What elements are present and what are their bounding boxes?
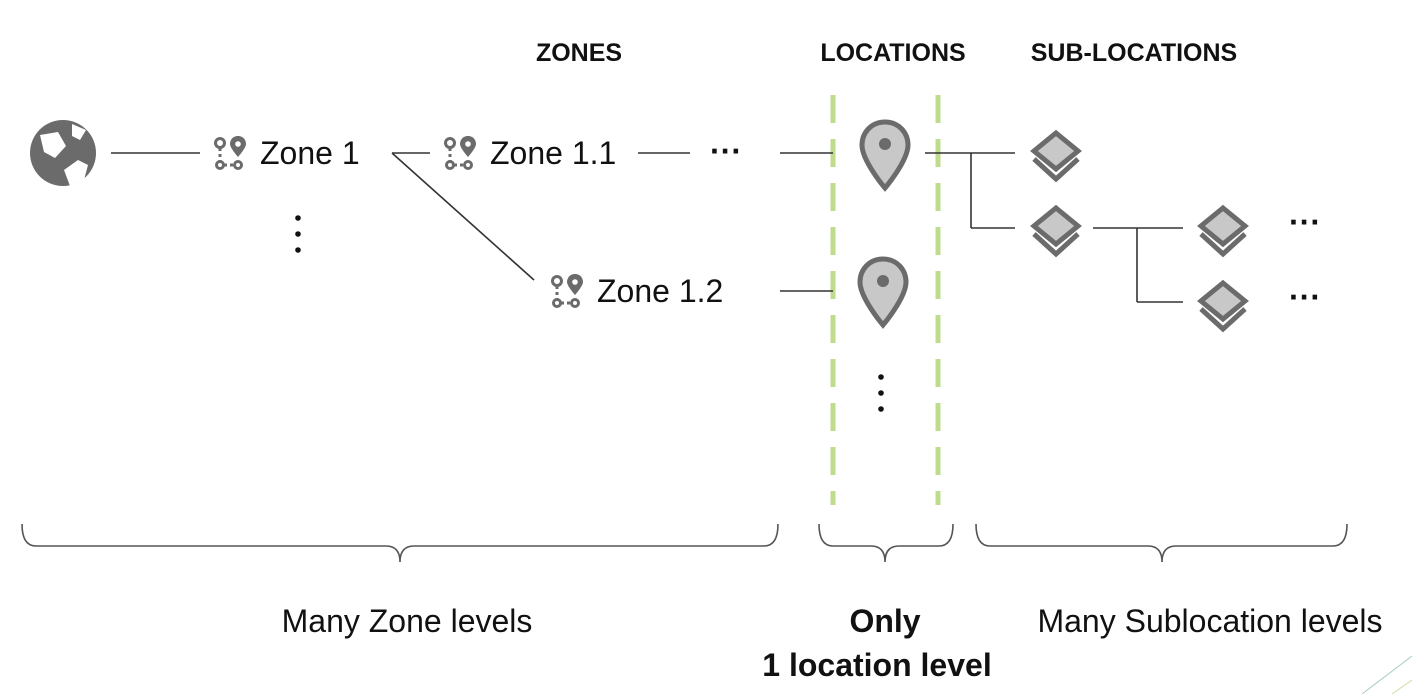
zone-vertical-ellipsis (295, 215, 301, 253)
map-pin-icon (860, 259, 906, 325)
zone-route-icon (214, 134, 248, 170)
footer-locations-label-1: Only (849, 603, 920, 639)
zone-1-label: Zone 1 (260, 135, 360, 171)
zone-route-icon (444, 134, 478, 170)
layers-icon (1034, 133, 1078, 179)
zone-ellipsis: ··· (710, 133, 742, 169)
sub-location-ellipsis-1: ··· (1289, 204, 1321, 240)
globe-icon (30, 120, 96, 186)
zone-1-1-label: Zone 1.1 (490, 135, 616, 171)
header-sub-locations: SUB-LOCATIONS (1031, 39, 1237, 67)
zone-route-icon (551, 272, 585, 308)
map-pin-icon (862, 122, 908, 188)
header-locations: LOCATIONS (820, 39, 965, 67)
zone-1-1-node: Zone 1.1 (444, 134, 616, 171)
zone-1-2-label: Zone 1.2 (597, 273, 723, 309)
layers-icon (1201, 283, 1245, 329)
zone-1-2-node: Zone 1.2 (551, 272, 723, 309)
corner-decoration (1361, 655, 1412, 694)
footer-sub-locations-label: Many Sublocation levels (1037, 603, 1382, 639)
sub-location-ellipsis-2: ··· (1289, 279, 1321, 315)
sub-locations-brace (975, 523, 1348, 563)
footer-zones-label: Many Zone levels (282, 603, 533, 639)
zones-brace (21, 523, 779, 563)
layers-icon (1034, 208, 1078, 254)
locations-brace (818, 523, 954, 563)
header-zones: ZONES (536, 39, 622, 67)
location-vertical-ellipsis (878, 374, 884, 412)
footer-locations-label-2: 1 location level (762, 647, 991, 683)
edge-zone1-zone12 (391, 152, 535, 281)
zone-1-node: Zone 1 (214, 134, 360, 171)
layers-icon (1201, 208, 1245, 254)
